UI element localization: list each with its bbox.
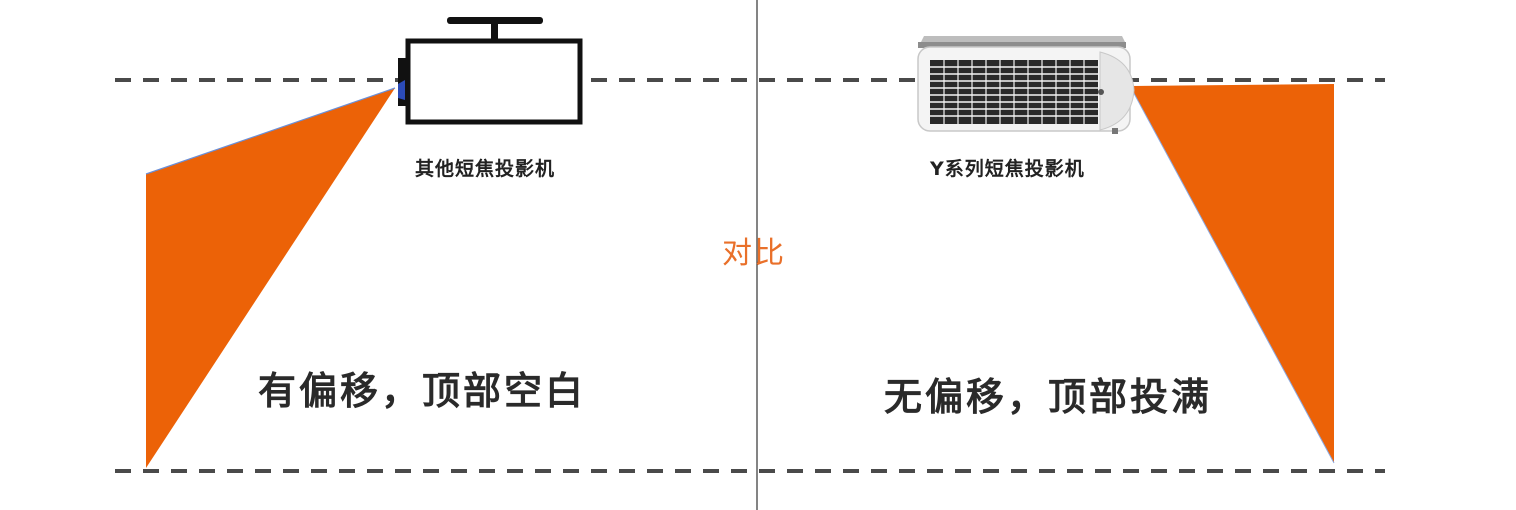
y-series-projector-icon bbox=[917, 36, 1135, 134]
left-caption: 有偏移，顶部空白 bbox=[258, 369, 587, 413]
left-device-label: 其他短焦投影机 bbox=[415, 158, 556, 180]
left-projection-beam bbox=[146, 88, 395, 468]
right-caption: 无偏移，顶部投满 bbox=[884, 375, 1213, 419]
left-beam-edge bbox=[145, 87, 396, 175]
generic-projector-icon bbox=[398, 17, 583, 125]
right-beam-edge bbox=[1129, 85, 1335, 464]
compare-label: 对比 bbox=[722, 236, 786, 271]
right-device-label: Y系列短焦投影机 bbox=[930, 158, 1085, 180]
